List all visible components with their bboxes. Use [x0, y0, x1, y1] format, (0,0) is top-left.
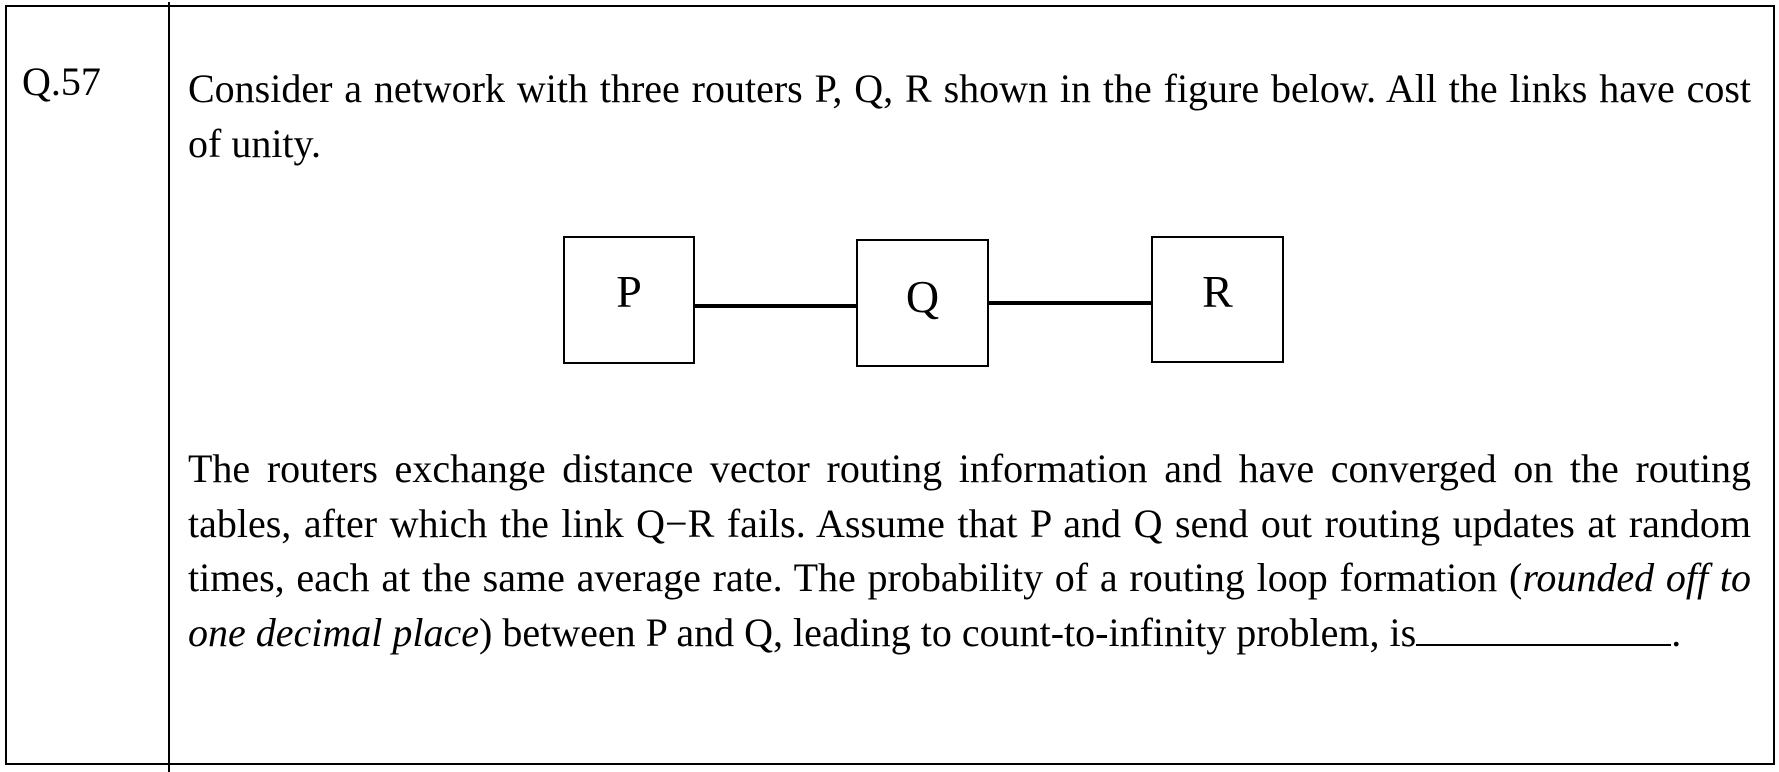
column-divider [168, 2, 170, 772]
answer-blank [1416, 606, 1672, 646]
body-text-end: . [1671, 609, 1682, 655]
question-intro: Consider a network with three routers P,… [188, 66, 1751, 166]
question-body: The routers exchange distance vector rou… [188, 442, 1751, 660]
body-text-part1: The routers exchange distance vector rou… [188, 446, 1751, 600]
question-number: Q.57 [22, 59, 101, 104]
body-text-part2: ) between P and Q, leading to count-to-i… [479, 609, 1417, 655]
question-table [5, 2, 1775, 772]
body-text-italic: rounded off to one decimal place [188, 555, 1751, 655]
